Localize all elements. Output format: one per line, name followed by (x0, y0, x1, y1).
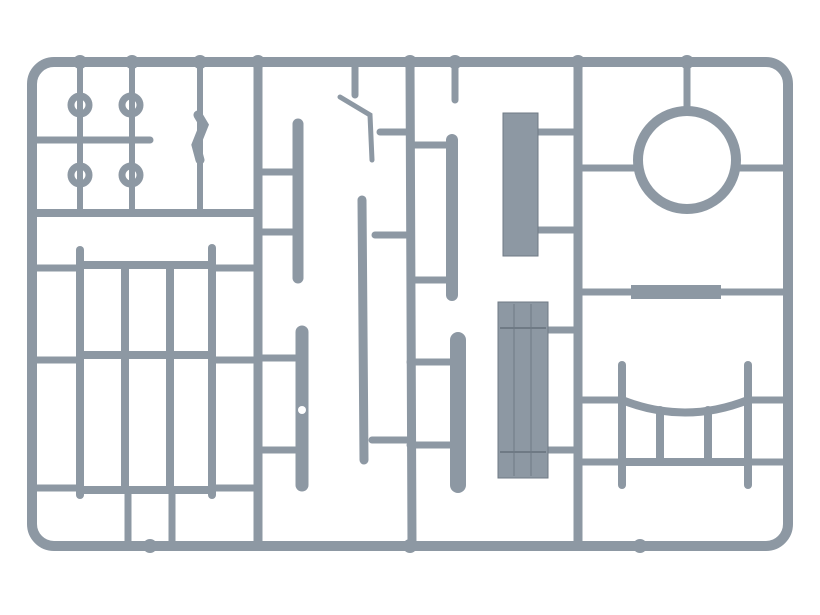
bench-frame-part (618, 361, 752, 489)
rod-part (357, 195, 369, 465)
gates (28, 58, 792, 550)
hole (298, 406, 306, 414)
ring-part (633, 106, 741, 214)
washers (67, 92, 144, 188)
grille-part (76, 244, 216, 499)
beam-part (631, 285, 721, 299)
bracket-part (191, 110, 210, 165)
plank-part (502, 112, 539, 257)
crank-part (337, 94, 375, 163)
sprue-nubs (73, 55, 694, 553)
door-part (497, 301, 549, 479)
